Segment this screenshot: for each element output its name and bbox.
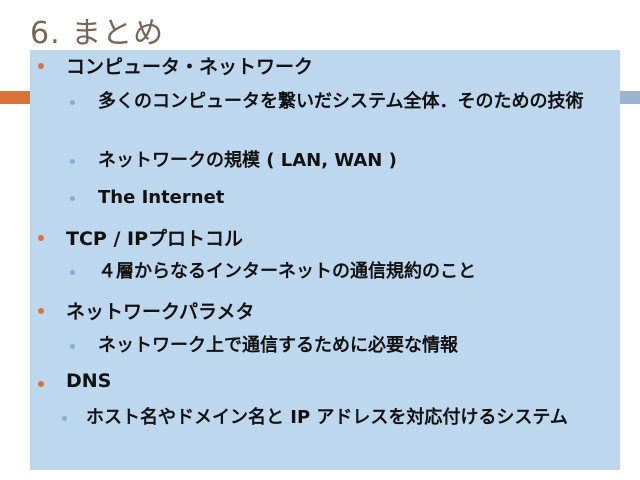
bullet-dot-icon: [38, 308, 44, 314]
bullet-params: ネットワークパラメタ: [38, 297, 598, 323]
bullet-network-sub2-text: ネットワークの規模 ( LAN, WAN ): [98, 150, 397, 171]
bullet-dot-icon: [70, 100, 75, 105]
bullet-dot-icon: [70, 270, 75, 275]
accent-bar-right: [620, 91, 640, 104]
bullet-dot-icon: [62, 416, 67, 421]
bullet-network-sub2: ネットワークの規模 ( LAN, WAN ): [70, 148, 610, 174]
bullet-dns-sub1: ホスト名やドメイン名と IP アドレスを対応付けるシステム: [62, 405, 602, 457]
bullet-network-sub1-text: 多くのコンピュータを繋いだシステム全体．そのための技術: [98, 91, 584, 112]
bullet-dot-icon: [70, 159, 75, 164]
bullet-tcpip-text: TCP / IPプロトコル: [66, 228, 243, 250]
bullet-dot-icon: [38, 235, 44, 241]
bullet-tcpip-sub1: ４層からなるインターネットの通信規約のこと: [70, 259, 610, 285]
slide-title: 6. まとめ: [30, 16, 165, 51]
bullet-dot-icon: [38, 381, 44, 387]
bullet-dot-icon: [38, 63, 44, 69]
bullet-network-sub3: The Internet: [70, 185, 610, 211]
bullet-params-text: ネットワークパラメタ: [66, 301, 255, 323]
bullet-network: コンピュータ・ネットワーク: [38, 52, 598, 78]
bullet-tcpip: TCP / IPプロトコル: [38, 224, 598, 250]
accent-bar-left: [0, 91, 30, 104]
bullet-tcpip-sub1-text: ４層からなるインターネットの通信規約のこと: [98, 261, 476, 282]
bullet-network-text: コンピュータ・ネットワーク: [66, 56, 314, 78]
content-panel: [30, 50, 620, 470]
bullet-dns-text: DNS: [66, 370, 112, 392]
bullet-dot-icon: [70, 196, 75, 201]
bullet-dns-sub1-text: ホスト名やドメイン名と IP アドレスを対応付けるシステム: [86, 407, 568, 428]
bullet-network-sub3-text: The Internet: [98, 187, 225, 208]
bullet-params-sub1-text: ネットワーク上で通信するために必要な情報: [98, 335, 458, 356]
bullet-dns: DNS: [38, 370, 598, 396]
bullet-network-sub1: 多くのコンピュータを繋いだシステム全体．そのための技術: [70, 89, 610, 141]
bullet-dot-icon: [70, 344, 75, 349]
bullet-params-sub1: ネットワーク上で通信するために必要な情報: [70, 333, 610, 359]
